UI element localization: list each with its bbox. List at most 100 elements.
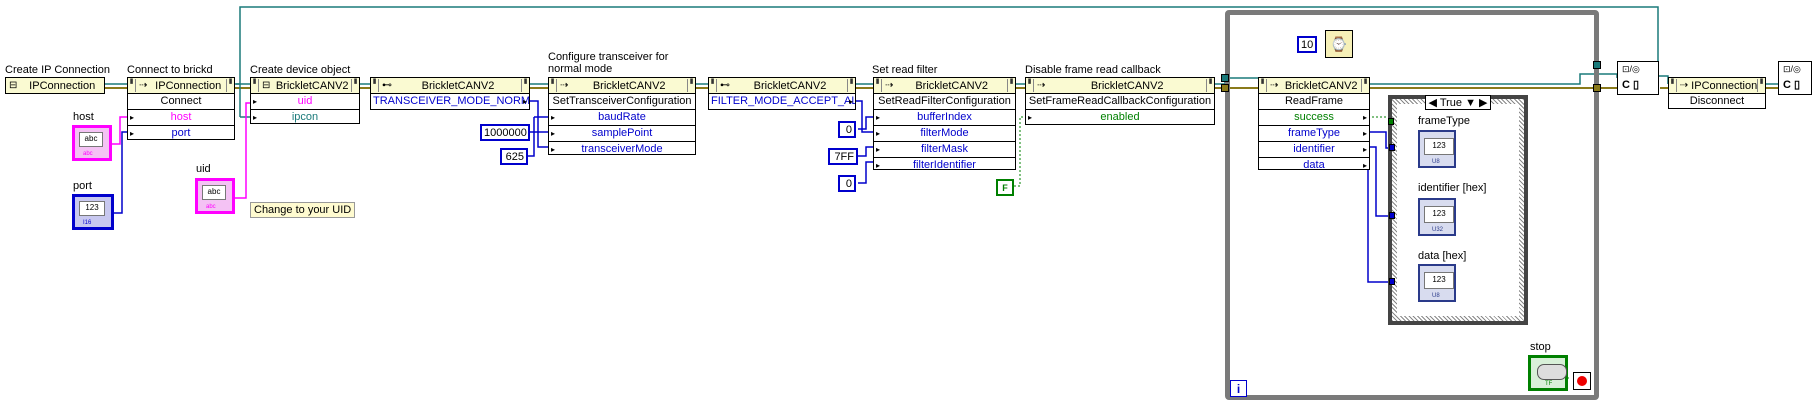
enum-value: FILTER_MODE_ACCEPT_ALL▸ bbox=[711, 95, 855, 107]
frametype-indicator[interactable]: 123 U8 bbox=[1418, 130, 1456, 168]
param-bufferindex: ▸bufferIndex bbox=[874, 110, 1015, 126]
wait-ms-icon[interactable]: ⌚ bbox=[1325, 30, 1353, 58]
case-dropdown-icon[interactable]: ▼ bbox=[1465, 97, 1476, 109]
param-filteridentifier: ▸filterIdentifier bbox=[876, 159, 976, 171]
param-port: ▸port bbox=[130, 127, 191, 139]
caption-disable-cb: Disable frame read callback bbox=[1025, 64, 1161, 76]
case-selector-terminal bbox=[1388, 118, 1394, 125]
method-name: Disconnect bbox=[1689, 95, 1745, 107]
caption-create-ip: Create IP Connection bbox=[5, 64, 110, 76]
node-title: BrickletCANV2 bbox=[1090, 79, 1164, 92]
set-frame-callback-node[interactable]: ▮⇢BrickletCANV2▮ SetFrameReadCallbackCon… bbox=[1025, 77, 1215, 125]
invoke-node-icon: ⇢ bbox=[1679, 80, 1689, 91]
refnum-tunnel-out bbox=[1593, 61, 1601, 69]
disconnect-node[interactable]: ▮⇢IPConnection▮ Disconnect bbox=[1668, 77, 1766, 109]
node-title: BrickletCANV2 bbox=[915, 79, 989, 92]
enum-value: TRANSCEIVER_MODE_NORMAL▸ bbox=[373, 95, 529, 107]
param-host: ▸host bbox=[128, 110, 234, 126]
filterid-constant[interactable]: 0 bbox=[838, 175, 856, 192]
data-array-indicator[interactable]: 123 U8 bbox=[1418, 264, 1456, 302]
port-control[interactable]: 123 I16 bbox=[72, 194, 114, 230]
param-ipcon: ▸ipcon bbox=[253, 111, 319, 123]
stop-button-control[interactable]: TF bbox=[1528, 355, 1568, 391]
caption-create-device: Create device object bbox=[250, 64, 351, 76]
connect-node[interactable]: ▮⇢IPConnection▮ Connect ▸host ▸port bbox=[127, 77, 235, 140]
uid-label: uid bbox=[196, 163, 211, 175]
param-samplepoint: ▸samplePoint bbox=[549, 126, 695, 142]
create-device-node[interactable]: ▮⊟BrickletCANV2▮ ▸uid ▸ipcon bbox=[250, 77, 360, 124]
output-success: success▸ bbox=[1259, 110, 1369, 126]
set-transceiver-config-node[interactable]: ▮⇢BrickletCANV2▮ SetTransceiverConfigura… bbox=[548, 77, 696, 155]
param-baudrate: ▸baudRate bbox=[549, 110, 695, 126]
enabled-false-constant[interactable]: F bbox=[996, 179, 1014, 196]
invoke-node-icon: ⇢ bbox=[1037, 80, 1046, 91]
identifier-label: identifier [hex] bbox=[1418, 182, 1487, 194]
case-selector-label: True bbox=[1439, 97, 1463, 109]
method-name: SetReadFilterConfiguration bbox=[874, 94, 1015, 110]
error-tunnel-out bbox=[1593, 84, 1601, 92]
method-name: ReadFrame bbox=[1259, 94, 1369, 110]
refnum-tunnel-in bbox=[1221, 74, 1229, 82]
output-data: data▸ bbox=[1303, 159, 1367, 171]
node-title: BrickletCANV2 bbox=[1284, 79, 1358, 92]
method-name: SetTransceiverConfiguration bbox=[549, 94, 695, 110]
node-title: IPConnection bbox=[29, 79, 96, 92]
identifier-indicator[interactable]: 123 U32 bbox=[1418, 198, 1456, 236]
invoke-node-icon: ⇢ bbox=[139, 80, 148, 91]
node-title: BrickletCANV2 bbox=[753, 79, 827, 92]
enum-property-icon: ⊷ bbox=[382, 80, 392, 91]
stop-condition-icon bbox=[1573, 372, 1591, 390]
filter-mode-enum-node[interactable]: ▮⊷BrickletCANV2▮ FILTER_MODE_ACCEPT_ALL▸ bbox=[708, 77, 856, 110]
host-label: host bbox=[73, 111, 94, 123]
data-tunnel bbox=[1389, 278, 1395, 285]
transceiver-mode-enum-node[interactable]: ▮⊷BrickletCANV2▮ TRANSCEIVER_MODE_NORMAL… bbox=[370, 77, 530, 110]
iteration-terminal: i bbox=[1230, 380, 1247, 397]
filtermask-constant[interactable]: 7FF bbox=[828, 148, 858, 165]
output-frametype: frameType▸ bbox=[1259, 126, 1369, 142]
case-selector[interactable]: ◀ True ▼ ▶ bbox=[1425, 95, 1491, 110]
uid-comment: Change to your UID bbox=[250, 202, 356, 218]
node-title: BrickletCANV2 bbox=[275, 79, 349, 92]
param-uid: ▸uid bbox=[251, 94, 359, 110]
node-title: BrickletCANV2 bbox=[592, 79, 666, 92]
case-next-icon[interactable]: ▶ bbox=[1479, 97, 1488, 109]
caption-config-1: Configure transceiver for bbox=[548, 51, 669, 63]
bufferindex-constant[interactable]: 0 bbox=[838, 121, 856, 138]
frametype-label: frameType bbox=[1418, 115, 1470, 127]
samplepoint-constant[interactable]: 625 bbox=[500, 148, 528, 165]
ipconnection-icon: ⊟ bbox=[9, 80, 18, 91]
baudrate-constant[interactable]: 1000000 bbox=[480, 124, 530, 141]
case-prev-icon[interactable]: ◀ bbox=[1428, 97, 1437, 109]
param-filtermode: ▸filterMode bbox=[874, 126, 1015, 142]
output-identifier: identifier▸ bbox=[1259, 142, 1369, 158]
invoke-node-icon: ⇢ bbox=[560, 80, 569, 91]
invoke-node-icon: ⇢ bbox=[1270, 80, 1279, 91]
stop-label: stop bbox=[1530, 341, 1551, 353]
frametype-tunnel bbox=[1389, 144, 1395, 151]
ipconnection-constructor-node[interactable]: ⊟ IPConnection bbox=[5, 77, 105, 94]
while-loop[interactable] bbox=[1225, 10, 1599, 400]
invoke-node-icon: ⇢ bbox=[885, 80, 894, 91]
set-read-filter-node[interactable]: ▮⇢BrickletCANV2▮ SetReadFilterConfigurat… bbox=[873, 77, 1016, 171]
port-label: port bbox=[73, 180, 92, 192]
wait-ms-constant[interactable]: 10 bbox=[1297, 36, 1317, 53]
param-enabled: ▸enabled bbox=[1028, 111, 1140, 123]
case-structure[interactable] bbox=[1388, 95, 1528, 325]
close-reference-icon[interactable]: ⊡/◎C ▯ bbox=[1617, 61, 1659, 95]
method-name: SetFrameReadCallbackConfiguration bbox=[1026, 94, 1214, 110]
constructor-icon: ⊟ bbox=[262, 80, 271, 91]
node-title: IPConnection bbox=[155, 79, 222, 92]
uid-control[interactable]: abc abc bbox=[195, 178, 235, 214]
close-reference-icon-final[interactable]: ⊡/◎C ▯ bbox=[1778, 61, 1812, 95]
node-title: IPConnection bbox=[1691, 79, 1758, 92]
param-filtermask: ▸filterMask bbox=[874, 142, 1015, 158]
enum-property-icon: ⊷ bbox=[720, 80, 730, 91]
read-frame-node[interactable]: ▮⇢BrickletCANV2▮ ReadFrame success▸ fram… bbox=[1258, 77, 1370, 171]
error-tunnel-in bbox=[1221, 84, 1229, 92]
caption-config-2: normal mode bbox=[548, 63, 613, 75]
identifier-tunnel bbox=[1389, 212, 1395, 219]
host-control[interactable]: abc abc bbox=[72, 125, 112, 161]
caption-read-filter: Set read filter bbox=[872, 64, 938, 76]
method-name: Connect bbox=[128, 94, 234, 110]
